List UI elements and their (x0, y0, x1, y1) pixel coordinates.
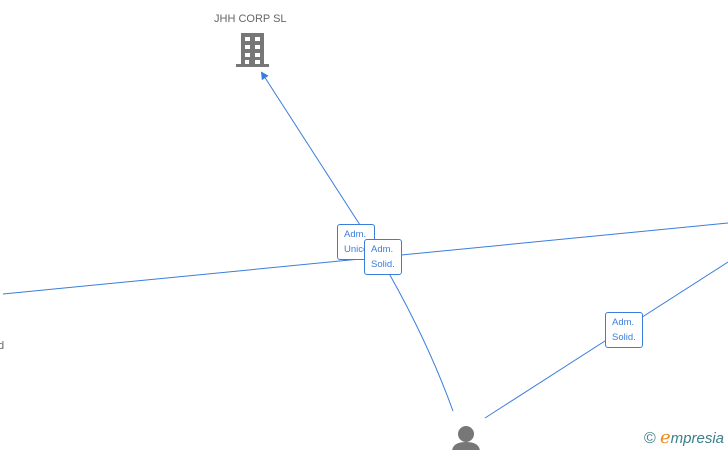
relation-label[interactable]: Adm. Solid. (364, 239, 402, 275)
brand-rest: mpresia (670, 430, 724, 447)
relation-type: Unico (344, 244, 369, 255)
person-icon (452, 426, 480, 450)
relation-type: Solid. (371, 259, 395, 270)
relation-label[interactable]: Adm. Solid. (605, 312, 643, 348)
copyright-icon: © (644, 430, 656, 447)
relation-role: Adm. (612, 317, 635, 328)
company-label[interactable]: JHH CORP SL (214, 13, 287, 25)
building-icon (236, 33, 269, 67)
relation-role: Adm. (371, 244, 394, 255)
relation-role: Adm. (344, 229, 367, 240)
relation-type: Solid. (612, 332, 636, 343)
empresia-logo: © empresia (644, 427, 724, 448)
brand-e: e (659, 427, 671, 448)
partial-node-label[interactable]: d (0, 340, 5, 352)
